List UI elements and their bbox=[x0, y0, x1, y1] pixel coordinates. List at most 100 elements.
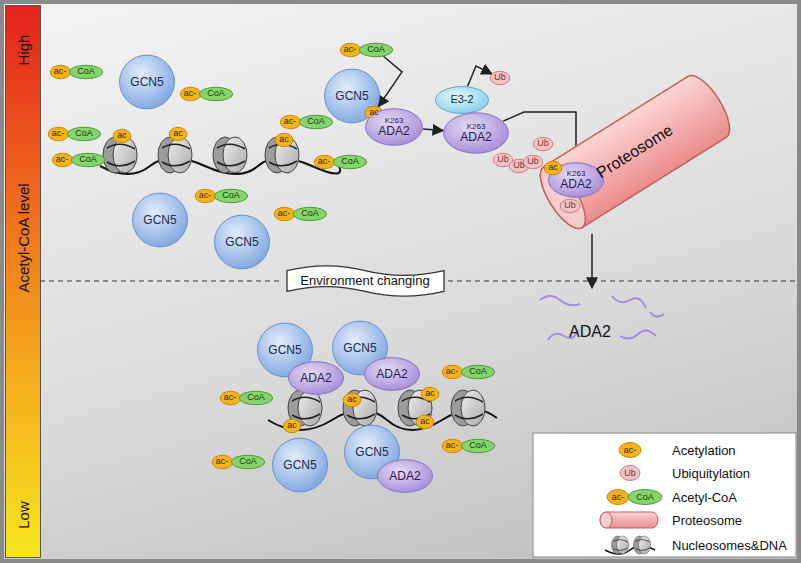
level-bar: HighAcetyl-CoA levelLow bbox=[5, 5, 41, 558]
legend-sample-text: CoA bbox=[636, 492, 654, 502]
acetyl-group: ac- bbox=[220, 391, 241, 405]
legend-text: Acetyl-CoA bbox=[672, 490, 737, 505]
acetyl-mark-outline bbox=[343, 393, 361, 406]
coa-molecule-outline bbox=[71, 153, 104, 166]
text-group: GCN5 bbox=[143, 214, 176, 227]
proteasome-body bbox=[532, 69, 738, 235]
node-text: CoA bbox=[207, 89, 225, 98]
acetyl-group: ac- bbox=[442, 439, 463, 453]
text-group: K263ADA2 bbox=[560, 170, 591, 191]
ada2-protein-outline bbox=[289, 362, 344, 395]
coa-molecule-outline bbox=[461, 439, 494, 452]
coa-molecule-outline bbox=[293, 207, 326, 220]
ubiquitin: Ub bbox=[490, 71, 510, 85]
node-text: E3-2 bbox=[450, 94, 473, 106]
node-text: ac bbox=[279, 135, 289, 144]
acetyl-mark-outline bbox=[283, 419, 301, 432]
nucleosome-sample bbox=[612, 536, 629, 554]
text-group: GCN5 bbox=[283, 459, 316, 472]
node-text: GCN5 bbox=[130, 76, 163, 89]
node-text: ADA2 bbox=[460, 131, 491, 144]
node-text: ac- bbox=[446, 441, 459, 450]
coa-molecule-outline bbox=[69, 65, 102, 78]
nucleosome bbox=[213, 137, 247, 173]
text-group: Environment changing bbox=[300, 274, 429, 288]
coa-molecule: CoA bbox=[199, 87, 233, 101]
text-group: ac- bbox=[446, 367, 459, 376]
text-group: ac- bbox=[184, 89, 197, 98]
text-group: Ub bbox=[494, 73, 506, 82]
text-group: Ub bbox=[527, 157, 539, 166]
coa-molecule: CoA bbox=[71, 153, 105, 167]
node-text: CoA bbox=[307, 117, 325, 126]
text-group: ac- bbox=[56, 155, 69, 164]
ubiquitin-outline bbox=[490, 71, 510, 84]
acetyl-mark-outline bbox=[113, 129, 131, 142]
acetyl-group-outline bbox=[212, 455, 233, 468]
node-text: CoA bbox=[341, 157, 359, 166]
coa-molecule-outline bbox=[67, 127, 100, 140]
degradation-arrow bbox=[591, 234, 593, 288]
ada2-protein-outline bbox=[366, 109, 423, 145]
text-group: ADA2 bbox=[376, 368, 407, 381]
acetyl-mark-outline bbox=[275, 133, 293, 146]
peptide-fragments bbox=[540, 296, 664, 340]
node-text: GCN5 bbox=[143, 214, 176, 227]
coa-molecule-outline bbox=[461, 365, 494, 378]
nucleosome bbox=[158, 137, 192, 173]
text-group: GCN5 bbox=[335, 90, 368, 103]
residue-label: K263 bbox=[567, 170, 586, 178]
gcn5-protein: GCN5 bbox=[119, 54, 175, 110]
node-text: ac bbox=[287, 421, 297, 430]
text-group: Ub bbox=[513, 161, 525, 170]
acetyl-sample bbox=[619, 443, 641, 458]
coa-molecule: CoA bbox=[461, 365, 495, 379]
acetyl-mark: ac bbox=[544, 161, 562, 175]
ubiquitin-outline bbox=[560, 199, 580, 212]
acetyl-group: ac- bbox=[50, 65, 71, 79]
node-text: Environment changing bbox=[300, 274, 429, 288]
acetyl-group: ac- bbox=[442, 365, 463, 379]
node-text: ac bbox=[425, 389, 435, 398]
acetyl-group: ac- bbox=[280, 115, 301, 129]
acetyl-group-outline bbox=[442, 365, 463, 378]
acetyl-group: ac- bbox=[180, 87, 201, 101]
text-group: ac bbox=[173, 129, 183, 138]
coa-molecule-outline bbox=[231, 455, 264, 468]
text-group: ac bbox=[369, 108, 379, 117]
node-text: ac- bbox=[284, 117, 297, 126]
acetyl-sample bbox=[607, 490, 629, 505]
ada2-protein-outline bbox=[549, 163, 604, 198]
text-group: ac- bbox=[318, 157, 331, 166]
residue-label: K263 bbox=[467, 123, 486, 131]
e3-ligase: E3-2 bbox=[435, 86, 489, 114]
node-text: GCN5 bbox=[283, 459, 316, 472]
node-text: ADA2 bbox=[389, 470, 420, 483]
axis-title: Acetyl-CoA level bbox=[15, 184, 32, 293]
text-group: CoA bbox=[469, 367, 487, 376]
text-group: ac bbox=[425, 389, 435, 398]
node-text: ac- bbox=[184, 89, 197, 98]
text-group: ADA2 bbox=[300, 372, 331, 385]
acetyl-group-outline bbox=[280, 115, 301, 128]
node-text: ac- bbox=[344, 45, 357, 54]
text-group: K263ADA2 bbox=[460, 123, 491, 144]
legend-box bbox=[533, 433, 796, 557]
text-group: ac- bbox=[278, 209, 291, 218]
legend-sample-text: ac- bbox=[612, 492, 625, 502]
axis-end-label: Low bbox=[15, 501, 32, 529]
node-text: ac- bbox=[199, 191, 212, 200]
coa-molecule: CoA bbox=[239, 391, 273, 405]
acetyl-group-outline bbox=[52, 153, 73, 166]
proteasome-cylinder bbox=[532, 69, 738, 235]
text-group: GCN5 bbox=[225, 236, 258, 249]
node-text: ADA2 bbox=[300, 372, 331, 385]
node-text: GCN5 bbox=[355, 446, 388, 459]
acetyl-group-outline bbox=[220, 391, 241, 404]
ubiquitin-outline bbox=[533, 137, 553, 150]
coa-molecule: CoA bbox=[299, 115, 333, 129]
ada2-protein: ADA2 bbox=[377, 459, 433, 493]
text-group: ac bbox=[420, 417, 430, 426]
ada2-protein-outline bbox=[444, 113, 509, 153]
